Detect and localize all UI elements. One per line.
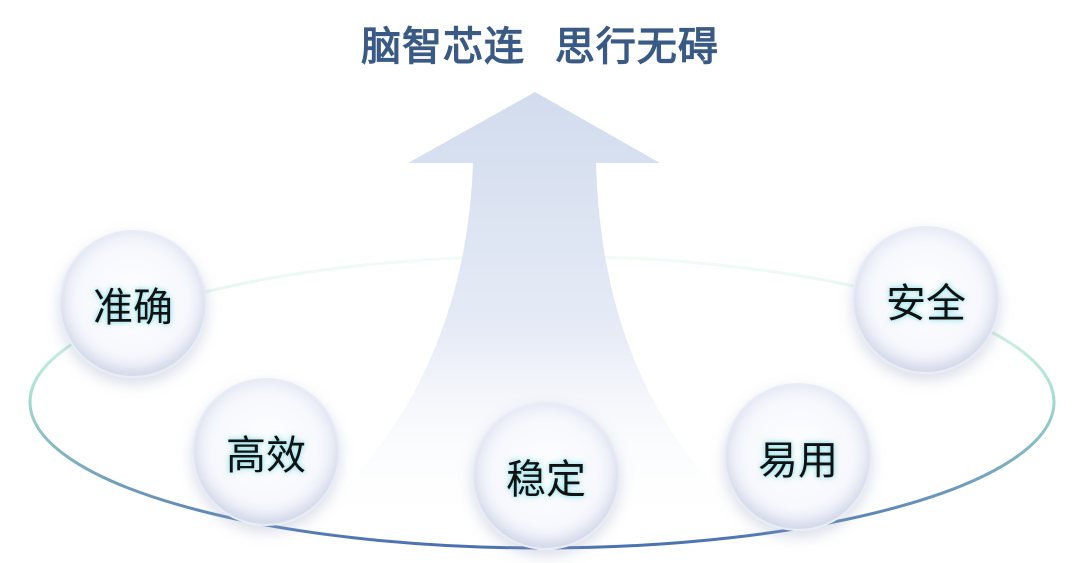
bubble-accurate: 准确 (59, 230, 207, 378)
bubble-easy-to-use: 易用 (724, 383, 872, 531)
bubble-label: 安全 (886, 281, 966, 327)
upward-arrow (300, 92, 760, 530)
bubble-label: 稳定 (506, 457, 586, 503)
bubble-stable: 稳定 (472, 402, 620, 550)
bubble-efficient: 高效 (192, 378, 340, 526)
page-title: 脑智芯连 思行无碍 (361, 24, 719, 70)
bubble-secure: 安全 (852, 226, 1000, 374)
bubble-label: 准确 (93, 285, 173, 331)
bubble-label: 高效 (226, 433, 306, 479)
bubble-label: 易用 (758, 438, 838, 484)
